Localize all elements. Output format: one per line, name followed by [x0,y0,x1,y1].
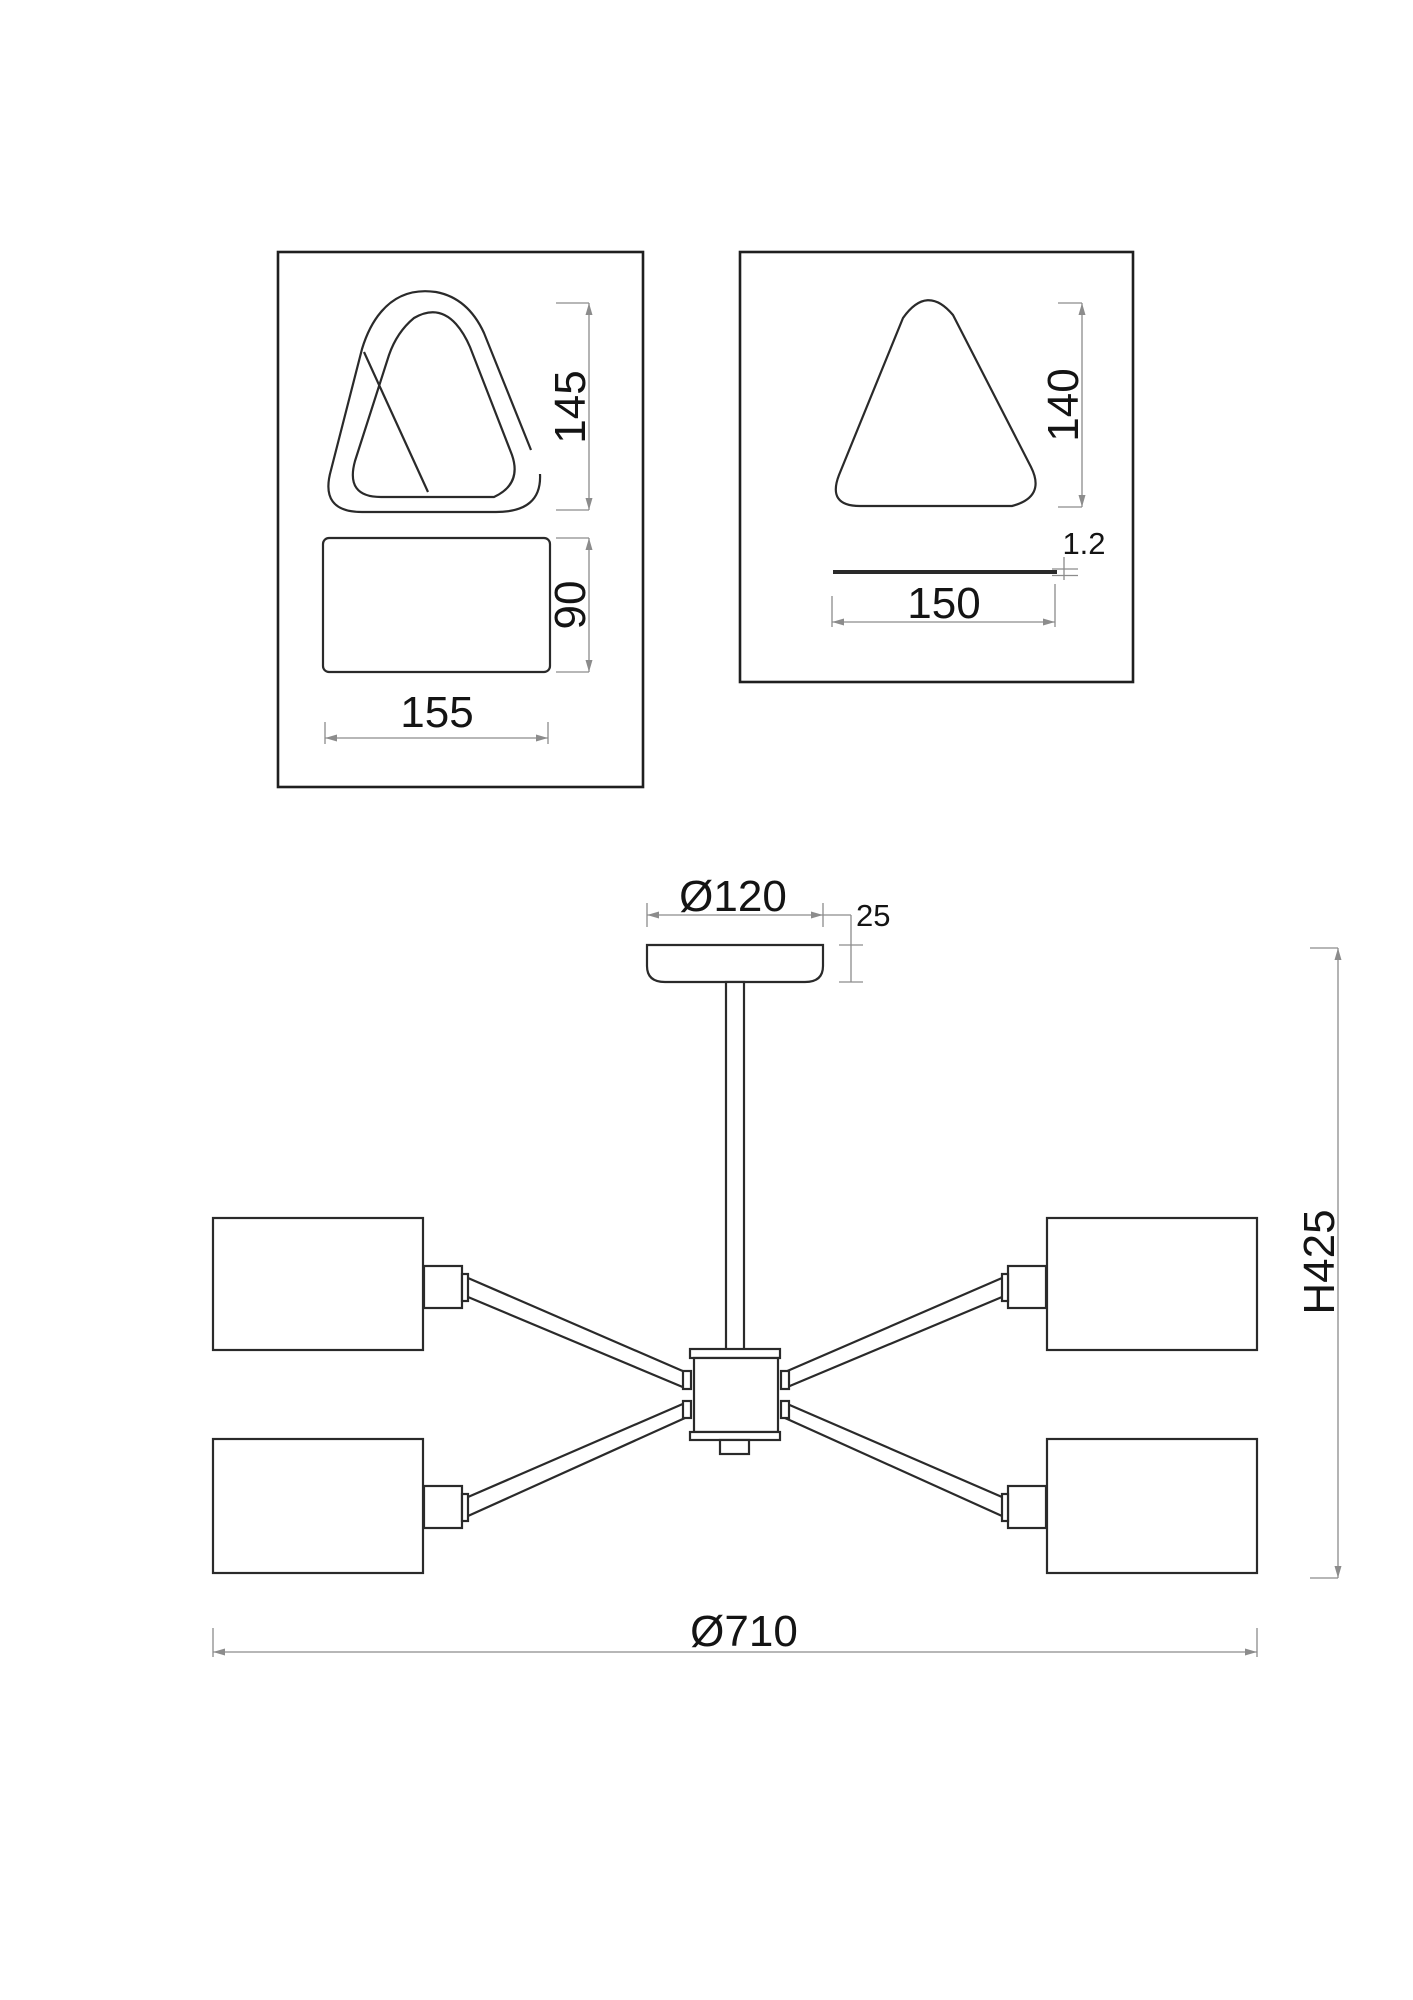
dim-label-overall-diameter: Ø710 [690,1607,798,1656]
dim-label-25: 25 [856,898,890,933]
shade-upper-left-socket [422,1264,464,1310]
shade-upper-left [211,1216,470,1352]
detail-view-right-border [738,250,1135,684]
shade-lower-left-socket [422,1484,464,1530]
hub-bottom-flange [688,1430,782,1442]
shade-upper-right-body [1045,1216,1259,1352]
dim-overall-height: H425 [1295,947,1344,1579]
clip-cross-wire [362,351,430,493]
bracket-rectangle [321,536,552,674]
dim-canopy-diameter: Ø120 [646,872,824,927]
shade-lower-left [211,1437,470,1575]
dim-bracket-height: 90 [546,537,595,673]
hub-arm-port-upper-left [681,1369,693,1391]
shade-upper-right [1000,1216,1259,1352]
clip-outer-outline [327,290,542,514]
dim-glass-width: 150 [831,579,1056,628]
hub-body [692,1356,780,1434]
shade-lower-right-cap [1000,1492,1010,1523]
dim-glass-thickness: 1.2 [1052,526,1106,580]
detail-view-left: 145 90 155 [276,250,645,789]
dim-label-140: 140 [1039,368,1088,441]
dim-triangle-right-height: 140 [1039,302,1088,508]
dim-label-155: 155 [400,688,473,737]
shade-lower-left-cap [460,1492,470,1523]
clip-inner-outline [351,311,516,499]
dim-label-90: 90 [546,581,595,630]
hub-top-flange [688,1347,782,1360]
shade-lower-right [1000,1437,1259,1575]
arm-upper-left [467,1276,686,1390]
shade-upper-left-body [211,1216,425,1352]
shade-lower-right-body [1045,1437,1259,1575]
dim-triangle-left-height: 145 [546,302,595,511]
shade-lower-right-socket [1006,1484,1048,1530]
hub-arm-port-lower-left [681,1399,693,1420]
arm-upper-right [784,1276,1003,1390]
hub-bottom-tab [718,1438,751,1456]
ceiling-canopy [645,943,825,984]
shade-upper-right-socket [1006,1264,1048,1310]
shade-upper-left-cap [460,1272,470,1303]
shade-lower-left-body [211,1437,425,1575]
central-hub [681,1347,791,1456]
dim-canopy-height: 25 [823,898,890,983]
stem-rod [724,980,746,1352]
dim-bracket-width: 155 [324,688,549,744]
dim-overall-diameter: Ø710 [212,1607,1258,1657]
dim-label-145: 145 [546,370,595,443]
arm-lower-left [467,1401,686,1518]
arm-lower-right [784,1401,1003,1518]
dim-label-h425: H425 [1295,1209,1344,1314]
shade-upper-right-cap [1000,1272,1010,1303]
detail-view-left-border [276,250,645,789]
detail-view-right: 140 1.2 150 [738,250,1135,684]
dim-label-150: 150 [907,579,980,628]
dim-label-1-2: 1.2 [1062,526,1105,561]
diffuser-triangle-outline [834,299,1037,508]
dim-label-canopy-diameter: Ø120 [679,872,787,921]
fixture-front-view: Ø120 25 H425 Ø710 [211,872,1344,1657]
hub-arm-port-lower-right [779,1399,791,1420]
hub-arm-port-upper-right [779,1369,791,1391]
